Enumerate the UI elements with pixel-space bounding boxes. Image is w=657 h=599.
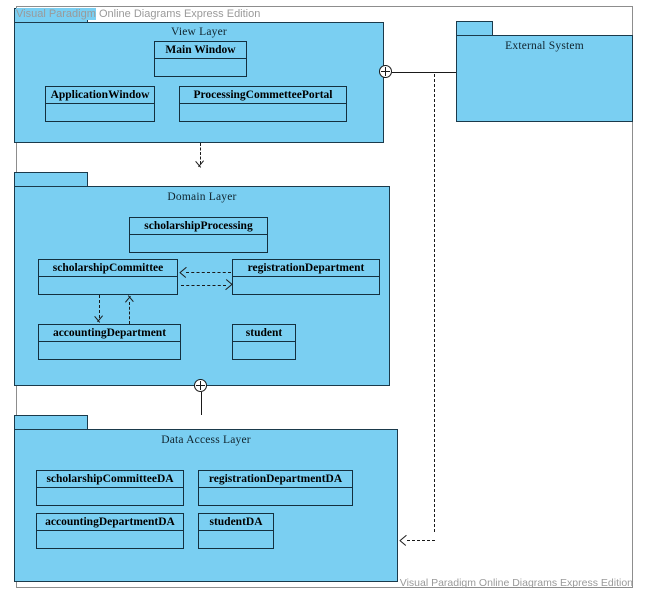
class-attributes-application-window [46,104,154,138]
package-tab-data-access-layer [14,415,88,430]
class-attributes-accounting-department [39,342,180,376]
class-scholarship-committee[interactable]: scholarshipCommittee [38,259,178,295]
class-scholarship-processing[interactable]: scholarshipProcessing [129,217,268,253]
class-attributes-registration-department [233,277,379,311]
class-accounting-department-da[interactable]: accountingDepartmentDA [36,513,184,549]
connector-view-to-domain [200,143,201,164]
package-domain-layer[interactable]: Domain Layer scholarshipProcessing schol… [14,172,390,386]
class-scholarship-committee-da[interactable]: scholarshipCommitteeDA [36,470,184,506]
package-body-external-system [456,35,633,122]
package-title-external-system: External System [505,40,584,52]
class-name-accounting-department: accountingDepartment [39,325,180,342]
connector-registration-to-committee [186,272,231,273]
class-registration-department-da[interactable]: registrationDepartmentDA [198,470,353,506]
class-name-registration-department: registrationDepartment [233,260,379,277]
package-data-access-layer[interactable]: Data Access Layer scholarshipCommitteeDA… [14,415,398,582]
class-attributes-accounting-department-da [37,531,183,565]
class-name-scholarship-committee: scholarshipCommittee [39,260,177,277]
class-name-processing-commettee-portal: ProcessingCommetteePortal [180,87,346,104]
package-tab-external-system [456,21,493,36]
arrowhead-external-to-data-access [400,540,409,549]
connector-accounting-to-committee [129,302,130,324]
arrowhead-committee-to-accounting [95,316,104,325]
class-student[interactable]: student [232,324,296,360]
class-name-registration-department-da: registrationDepartmentDA [199,471,352,488]
connector-committee-to-registration [181,285,226,286]
package-title-data-access-layer: Data Access Layer [161,434,251,446]
package-title-view-layer: View Layer [171,26,227,38]
watermark-top: Visual Paradigm Online Diagrams Express … [16,7,260,21]
arrowhead-committee-to-registration [224,285,233,294]
arrowhead-view-to-domain [196,161,205,170]
class-name-scholarship-processing: scholarshipProcessing [130,218,267,235]
watermark-bottom: Visual Paradigm Online Diagrams Express … [399,577,633,589]
class-name-student-da: studentDA [199,514,273,531]
class-name-student: student [233,325,295,342]
watermark-top-highlight: Visual Paradigm [16,8,96,20]
package-tab-domain-layer [14,172,88,187]
class-name-application-window: ApplicationWindow [46,87,154,104]
class-attributes-student-da [199,531,273,565]
connector-external-to-data-access-horizontal [407,540,435,541]
connector-external-to-data-access-vertical [434,74,435,532]
class-processing-commettee-portal[interactable]: ProcessingCommetteePortal [179,86,347,122]
package-view-layer[interactable]: View Layer Main Window ApplicationWindow… [14,8,384,143]
class-student-da[interactable]: studentDA [198,513,274,549]
package-title-domain-layer: Domain Layer [167,191,237,203]
containment-icon-view-to-external-system [379,65,392,78]
class-attributes-student [233,342,295,376]
package-external-system[interactable]: External System [456,21,633,122]
class-name-accounting-department-da: accountingDepartmentDA [37,514,183,531]
connector-domain-to-data-access [201,392,202,415]
class-attributes-processing-commettee-portal [180,104,346,138]
class-main-window[interactable]: Main Window [154,41,247,77]
connector-committee-to-accounting [99,295,100,318]
arrowhead-accounting-to-committee [125,302,134,311]
watermark-top-rest: Online Diagrams Express Edition [95,8,261,20]
class-name-scholarship-committee-da: scholarshipCommitteeDA [37,471,183,488]
class-attributes-scholarship-committee [39,277,177,311]
containment-icon-domain-to-data-access [194,379,207,392]
class-accounting-department[interactable]: accountingDepartment [38,324,181,360]
class-name-main-window: Main Window [155,42,246,59]
connector-view-to-external-system [392,72,456,73]
class-registration-department[interactable]: registrationDepartment [232,259,380,295]
arrowhead-registration-to-committee [180,272,189,281]
class-application-window[interactable]: ApplicationWindow [45,86,155,122]
